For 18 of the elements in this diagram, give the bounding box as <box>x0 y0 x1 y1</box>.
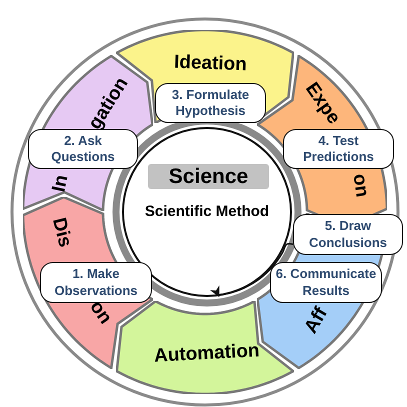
segment-label: on <box>86 297 115 327</box>
segment-label: Dis <box>49 215 75 249</box>
step-label: 1. Make Observations <box>53 266 139 299</box>
step-box <box>293 214 403 255</box>
step-label: 4. Test Predictions <box>302 132 375 166</box>
cycle-arrow <box>210 243 294 298</box>
segment-label: on <box>349 172 372 198</box>
segment-label: In <box>48 172 71 194</box>
title-badge: Science <box>148 164 269 189</box>
segment-label: Automation <box>154 340 260 366</box>
step-label: 3. Formulate Hypothesis <box>170 86 250 120</box>
segment-label: Aff <box>301 304 332 336</box>
subtitle: Scientific Method <box>144 203 270 220</box>
step-box <box>283 129 394 169</box>
segment-label: Ideation <box>173 52 247 74</box>
step-label: 6. Communicate Results <box>274 266 378 299</box>
step-label: 5. Draw Conclusions <box>308 218 388 251</box>
step-label: 2. Ask Questions <box>50 132 116 166</box>
